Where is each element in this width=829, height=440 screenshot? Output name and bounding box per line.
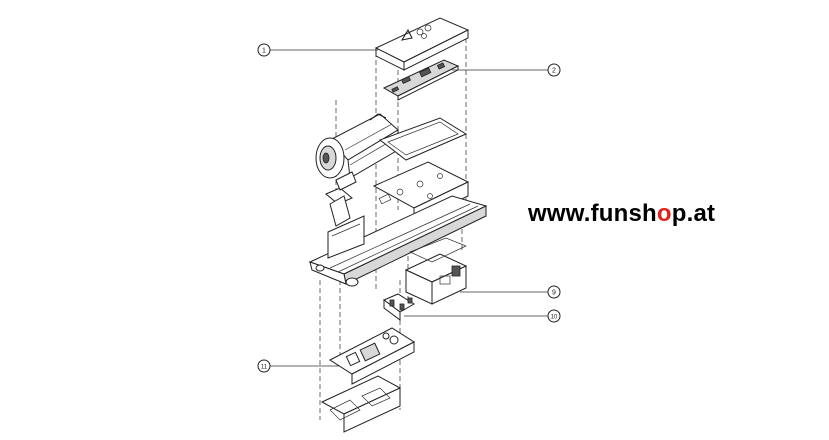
gasket-part <box>378 117 468 161</box>
callout-number: 10 <box>551 315 558 321</box>
callout-number: 2 <box>552 68 556 75</box>
side-board-part <box>404 237 468 305</box>
motor-part <box>315 113 399 179</box>
callout-number: 11 <box>261 365 268 371</box>
brand-prefix: www.funsh <box>528 200 657 227</box>
callout-number: 1 <box>262 48 266 55</box>
brand-suffix: p.at <box>671 200 716 227</box>
connector-board-part <box>383 293 415 321</box>
callout-11: 11 <box>257 359 271 373</box>
brand-highlight-letter: o <box>656 200 672 227</box>
motor-bracket-part <box>325 171 357 227</box>
top-cover-part <box>374 17 470 71</box>
main-chassis-part <box>308 195 488 287</box>
circuit-board-part <box>382 59 460 101</box>
callout-leaders <box>270 49 548 367</box>
callout-2: 2 <box>547 63 561 77</box>
callout-10: 10 <box>547 309 561 323</box>
callout-9: 9 <box>547 285 561 299</box>
lower-housing-part <box>320 375 402 433</box>
callout-1: 1 <box>257 43 271 57</box>
power-board-part <box>328 327 416 385</box>
callout-number: 9 <box>552 290 556 297</box>
brand-watermark: www.funshop.at <box>528 200 715 228</box>
